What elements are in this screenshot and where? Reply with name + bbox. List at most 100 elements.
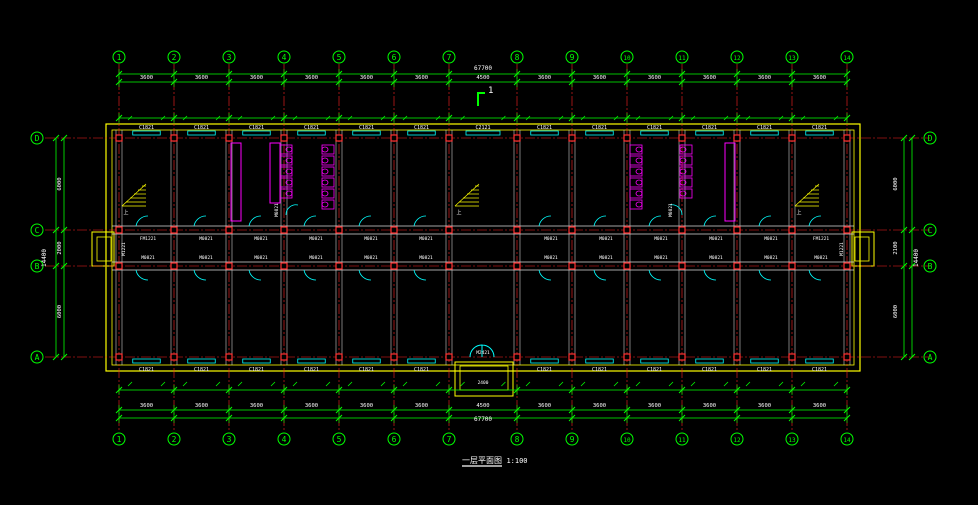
column xyxy=(788,262,796,270)
detail-tick xyxy=(270,115,276,121)
drawing-title: 一层平面图 xyxy=(462,456,502,465)
door-label-bottom: M0821 xyxy=(764,255,778,261)
outer-wall xyxy=(105,123,861,372)
bay-dim-top: 3600 xyxy=(195,75,208,81)
detail-tick xyxy=(292,115,298,121)
door-label-top: M0821 xyxy=(764,236,778,242)
column xyxy=(225,226,233,234)
dimension-tick xyxy=(908,226,916,234)
window-label-bottom: C1821 xyxy=(647,367,662,373)
windows xyxy=(132,130,834,364)
bay-dim-bottom: 3600 xyxy=(538,403,551,409)
grid-bubble-label: B xyxy=(35,262,40,271)
toilet-bowl xyxy=(321,157,329,164)
column xyxy=(788,134,796,142)
door-label-top: M0821 xyxy=(599,236,613,242)
bay-dim-bottom: 3600 xyxy=(813,403,826,409)
column xyxy=(445,262,453,270)
window-label-bottom: C1821 xyxy=(249,367,264,373)
grid-bubble-7 xyxy=(442,50,456,64)
detail-tick xyxy=(237,381,243,387)
window-label-top: C1821 xyxy=(812,125,827,131)
window-label-top: C2121 xyxy=(475,125,490,131)
dimension-tick xyxy=(908,262,916,270)
door-swing-bottom xyxy=(135,269,149,281)
grid-bubble-label: 14 xyxy=(843,55,851,62)
right-porch-inner xyxy=(854,236,870,262)
door-swing-top xyxy=(808,215,822,227)
door-swing-bottom xyxy=(358,269,372,281)
grid-bubble-label: 8 xyxy=(515,53,520,62)
window-label-bottom: C1821 xyxy=(414,367,429,373)
bay-dim-top: 3600 xyxy=(305,75,318,81)
grid-bubble-label: 4 xyxy=(282,435,287,444)
column xyxy=(445,134,453,142)
column xyxy=(115,134,123,142)
grid-bubble-1 xyxy=(112,432,126,446)
bay-dim-bottom: 3600 xyxy=(195,403,208,409)
bay-dim-top: 3600 xyxy=(360,75,373,81)
detail-tick xyxy=(501,115,506,121)
detail-tick xyxy=(668,381,674,387)
window-label-bottom: C1821 xyxy=(304,367,319,373)
grid-bubble-12 xyxy=(730,50,744,64)
door-label-bottom: M0821 xyxy=(814,255,828,261)
window-bottom xyxy=(805,358,834,364)
window-label-bottom: C1821 xyxy=(592,367,607,373)
grid-bubble-8 xyxy=(510,50,524,64)
column xyxy=(788,353,796,361)
detail-tick xyxy=(380,115,386,121)
detail-tick xyxy=(778,381,784,387)
column xyxy=(390,353,398,361)
window-label-bottom: C1821 xyxy=(757,367,772,373)
detail-tick xyxy=(635,381,641,387)
bay-dim-top: 3600 xyxy=(703,75,716,81)
stair-stringer xyxy=(121,183,147,207)
urinal-trough xyxy=(724,142,736,222)
detail-tick xyxy=(525,115,531,121)
column xyxy=(170,134,178,142)
window-top xyxy=(352,130,381,136)
detail-tick xyxy=(668,115,674,121)
grid-bubble-label: 1 xyxy=(117,435,122,444)
window-bottom xyxy=(297,358,326,364)
stair-up-label: 上 xyxy=(123,209,128,216)
dimension-tick xyxy=(908,353,916,361)
window-top xyxy=(530,130,559,136)
door-label-bottom: M0821 xyxy=(199,255,213,261)
grid-bubble-label: B xyxy=(928,262,933,271)
detail-tick xyxy=(402,115,408,121)
window-label-top: C1821 xyxy=(757,125,772,131)
grid-bubble-label: D xyxy=(928,134,933,143)
door-label-bottom: M0821 xyxy=(599,255,613,261)
dimension-tick xyxy=(900,353,908,361)
column xyxy=(678,134,686,142)
door-label-top: M0821 xyxy=(654,236,668,242)
bay-dim-bottom: 3600 xyxy=(250,403,263,409)
column xyxy=(843,226,851,234)
window-label-top: C1821 xyxy=(139,125,154,131)
dimension-tick xyxy=(900,262,908,270)
detail-tick xyxy=(580,115,586,121)
column xyxy=(335,353,343,361)
right-total-dim: 14400 xyxy=(913,249,920,267)
window-label-bottom: C1821 xyxy=(359,367,374,373)
dimension-tick xyxy=(52,226,60,234)
window-bottom xyxy=(352,358,381,364)
grid-bubble-5 xyxy=(332,50,346,64)
detail-tick xyxy=(501,381,506,387)
grid-bubble-label: C xyxy=(35,226,40,235)
left-porch-inner xyxy=(96,236,112,262)
column xyxy=(733,134,741,142)
window-top xyxy=(640,130,669,136)
grid-bubble-6 xyxy=(387,432,401,446)
detail-tick xyxy=(800,381,806,387)
detail-tick xyxy=(270,381,276,387)
door-label-top: M0821 xyxy=(364,236,378,242)
toilet-bowl xyxy=(321,190,329,197)
toilet-bowl xyxy=(321,179,329,186)
toilet-bowl xyxy=(679,190,687,197)
column xyxy=(678,262,686,270)
bay-dim-bottom: 3600 xyxy=(593,403,606,409)
toilet-bowl xyxy=(285,168,293,175)
